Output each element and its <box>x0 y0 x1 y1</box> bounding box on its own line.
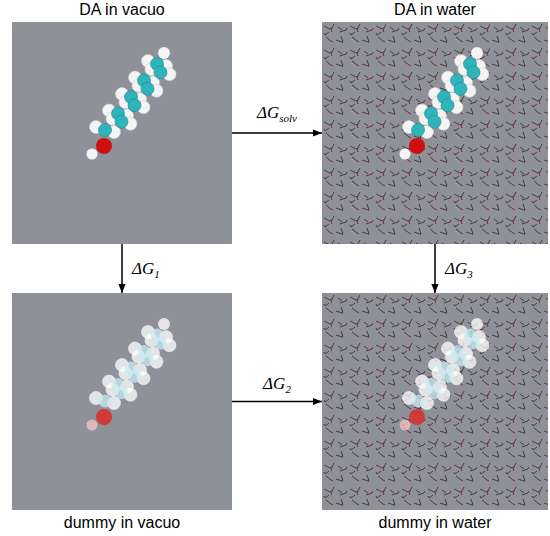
free-energy-label: ΔG2 <box>261 374 293 399</box>
simulation-render <box>322 22 548 244</box>
reaction-arrow <box>232 132 322 134</box>
free-energy-label: ΔG1 <box>130 259 162 284</box>
simulation-render <box>12 22 232 244</box>
box-caption: dummy in vacuo <box>0 514 252 532</box>
free-energy-label: ΔGsolv <box>255 103 299 128</box>
simulation-render <box>12 293 232 510</box>
box-caption: DA in water <box>302 1 550 19</box>
simulation-render <box>322 293 548 510</box>
reaction-arrow <box>121 244 123 293</box>
reaction-arrow <box>232 401 322 403</box>
free-energy-label: ΔG3 <box>443 259 475 284</box>
reaction-arrow <box>434 244 436 293</box>
box-caption: dummy in water <box>302 514 550 532</box>
simulation-box: dummy in vacuo <box>12 293 232 510</box>
simulation-box: DA in vacuo <box>12 22 232 244</box>
simulation-box: DA in water <box>322 22 548 244</box>
simulation-box: dummy in water <box>322 293 548 510</box>
box-caption: DA in vacuo <box>0 1 252 19</box>
